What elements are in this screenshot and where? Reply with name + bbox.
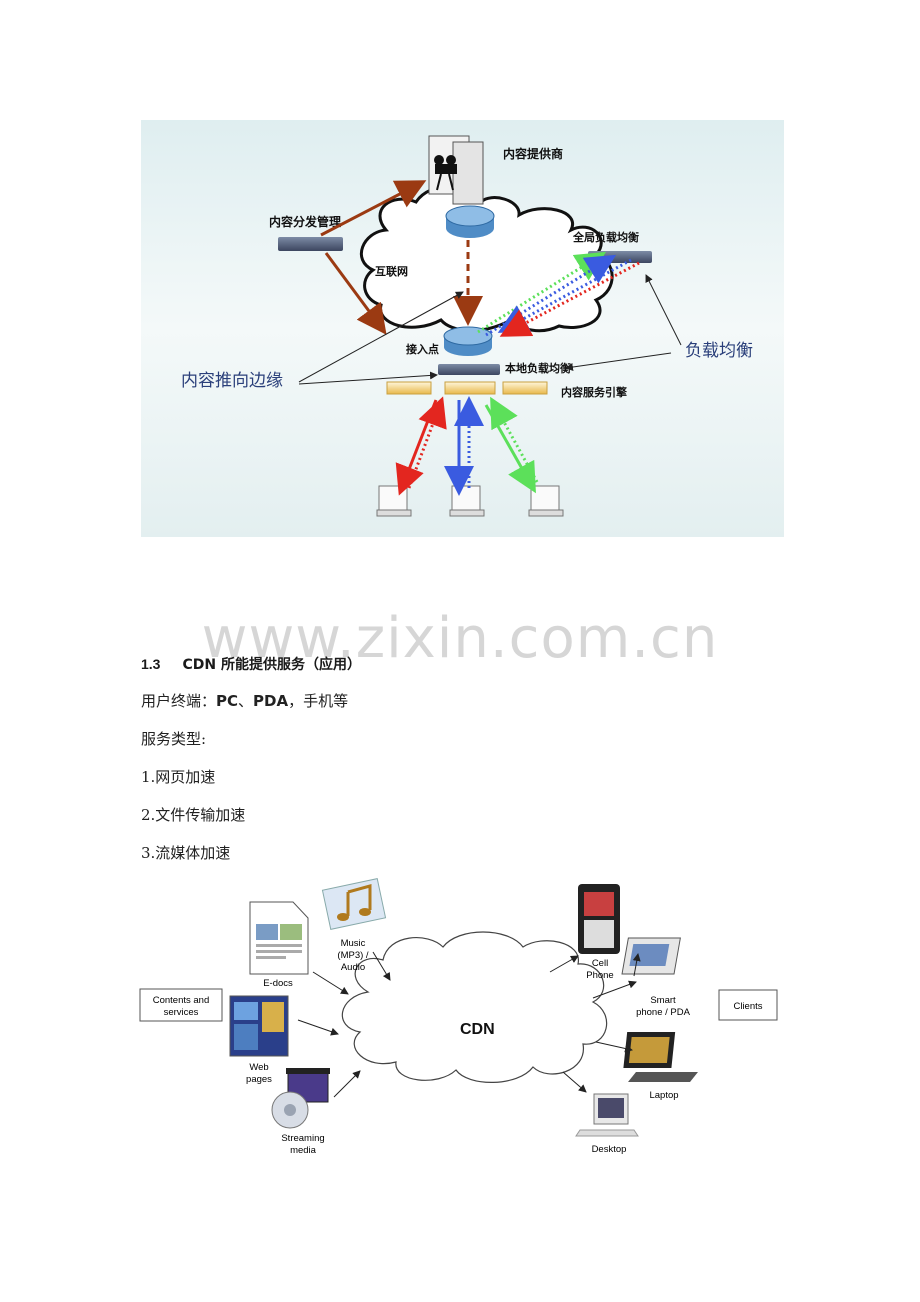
pointer-edge-1 [298, 291, 464, 383]
terminal-pda: PDA [253, 692, 289, 710]
terminal-sep: 、 [238, 692, 254, 710]
laptop-label: Laptop [649, 1090, 678, 1101]
terminal-rest: ，手机等 [288, 692, 349, 710]
pointer-lb-2 [565, 352, 672, 371]
arrow-web-cdn [297, 1019, 339, 1036]
label-push-to-edge: 内容推向边缘 [181, 371, 283, 391]
client-pc-icon [376, 485, 412, 517]
cell-phone-label: Phone [586, 970, 613, 981]
cdn-architecture-diagram: 内容提供商 内容分发管理 互联网 全局负载均衡 接入点 本地负载均衡 内容服务引… [141, 120, 784, 537]
web-pages-icon [229, 995, 289, 1057]
arrow-to-access [324, 252, 387, 335]
smartphone-label: phone / PDA [636, 1007, 691, 1018]
terminals-line: 用户终端：PC、PDA，手机等 [141, 690, 348, 711]
arrow-green-engine [490, 396, 539, 483]
arrow-cdn-desktop [562, 1071, 587, 1093]
cdn-cloud [341, 931, 608, 1083]
desktop-icon [575, 1093, 639, 1137]
label-content-management: 内容分发管理 [269, 214, 341, 229]
content-provider-server-icon [428, 135, 484, 205]
label-internet: 互联网 [375, 264, 408, 278]
router-top-icon [445, 205, 495, 238]
watermark: www.zixin.com.cn [201, 606, 719, 671]
cdn-label: CDN [460, 1021, 495, 1038]
music-icon [321, 878, 387, 930]
contents-services-label: services [164, 1007, 199, 1018]
service-engine-icon [502, 381, 548, 395]
label-content-provider: 内容提供商 [503, 146, 563, 161]
label-service-engine: 内容服务引擎 [561, 385, 627, 399]
service-item: 2.文件传输加速 [141, 806, 246, 824]
local-load-balancer-icon [438, 364, 500, 375]
cell-phone-icon [578, 884, 620, 954]
arrow-red-back [499, 261, 640, 337]
arrow-stream-cdn [333, 1070, 361, 1098]
service-item: 1.网页加速 [141, 768, 216, 786]
arrow-red-engine [407, 396, 447, 489]
pointer-lb-1 [645, 274, 682, 346]
clients-label: Clients [733, 1001, 762, 1012]
desktop-label: Desktop [592, 1144, 627, 1155]
arrow-to-provider [320, 180, 427, 237]
label-access-point: 接入点 [406, 342, 439, 356]
streaming-label: Streaming [281, 1133, 324, 1144]
service-item: 3.流媒体加速 [141, 844, 231, 862]
service-engine-icon [444, 381, 496, 395]
service-engine-icon [386, 381, 432, 395]
pointer-edge-2 [298, 371, 438, 385]
arrow-cdn-laptop [595, 1041, 633, 1053]
music-label: (MP3) / [337, 950, 369, 961]
arrow-cdn-cell [549, 955, 579, 973]
smartphone-label: Smart [650, 995, 676, 1006]
web-pages-label: pages [246, 1074, 272, 1085]
cdn-services-diagram: CDN Contents and services Clients E-docs… [139, 878, 778, 1156]
contents-services-label: Contents and [153, 995, 210, 1006]
client-pc-icon [528, 485, 564, 517]
section-title: CDN 所能提供服务（应用） [182, 657, 361, 673]
section-heading: 1.3 CDN 所能提供服务（应用） [141, 654, 361, 674]
music-label: Audio [341, 962, 365, 973]
section-number: 1.3 [141, 656, 161, 672]
label-global-load-balance: 全局负载均衡 [572, 230, 639, 244]
arrow-pda-cell [632, 953, 641, 977]
terminals-label: 用户终端： [141, 692, 217, 710]
e-docs-icon [249, 901, 309, 975]
streaming-label: media [290, 1145, 317, 1156]
clients-box [718, 989, 778, 1021]
e-docs-label: E-docs [263, 978, 293, 989]
music-label: Music [341, 938, 366, 949]
label-load-balance: 负载均衡 [685, 341, 753, 361]
terminal-pc: PC [216, 692, 239, 710]
contents-services-box [139, 988, 223, 1022]
laptop-icon [623, 1032, 698, 1082]
streaming-media-icon [271, 1068, 330, 1129]
arrow-cdn-smart [592, 980, 637, 999]
arrow-green-global [477, 251, 607, 334]
label-local-load-balance: 本地负载均衡 [505, 361, 571, 375]
client-pc-icon [449, 485, 485, 517]
cell-phone-label: Cell [592, 958, 608, 969]
arrow-music-cdn [372, 951, 391, 981]
arrow-edocs-cdn [312, 971, 349, 995]
web-pages-label: Web [249, 1062, 268, 1073]
router-access-icon [443, 326, 493, 356]
content-management-device-icon [278, 237, 343, 251]
smartphone-pda-icon [621, 937, 681, 975]
service-types-label: 服务类型: [141, 730, 207, 748]
